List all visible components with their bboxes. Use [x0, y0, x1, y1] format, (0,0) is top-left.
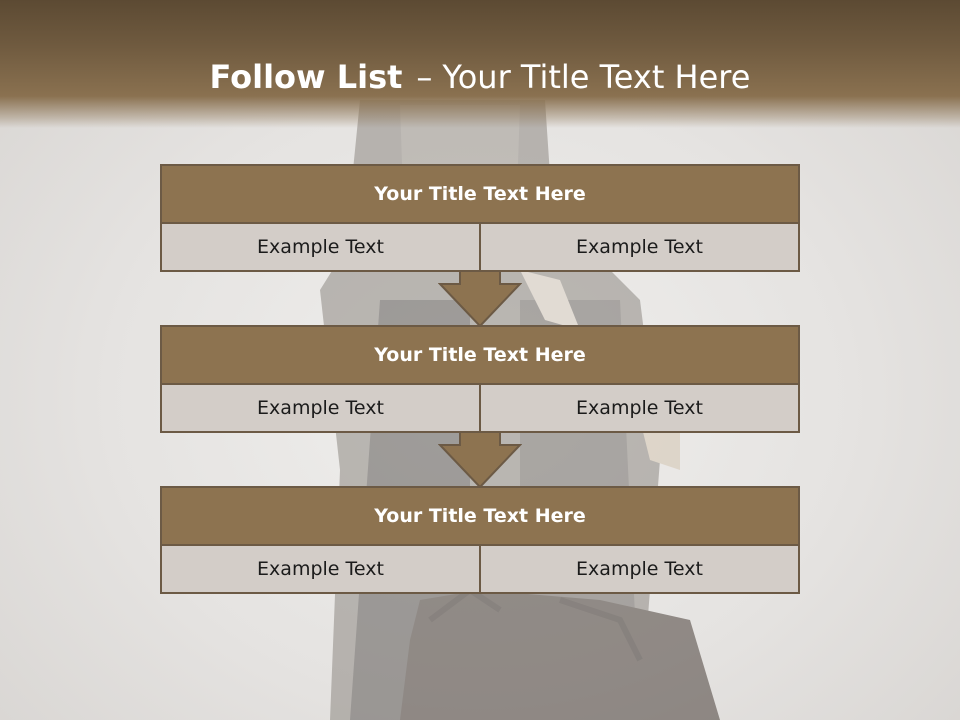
block-title: Your Title Text Here — [162, 166, 798, 224]
block-cells: Example Text Example Text — [162, 385, 798, 431]
slide-title: Follow List–Your Title Text Here — [0, 52, 960, 102]
list-block-1: Your Title Text Here Example Text Exampl… — [160, 164, 800, 272]
block-cell-left: Example Text — [162, 385, 479, 431]
block-cell-right: Example Text — [479, 385, 798, 431]
block-cell-left: Example Text — [162, 224, 479, 270]
down-arrow-icon — [438, 270, 522, 328]
block-title: Your Title Text Here — [162, 488, 798, 546]
block-cell-right: Example Text — [479, 546, 798, 592]
list-block-2: Your Title Text Here Example Text Exampl… — [160, 325, 800, 433]
slide-title-bold: Follow List — [209, 58, 403, 96]
slide-title-separator: – — [416, 58, 433, 96]
block-cells: Example Text Example Text — [162, 546, 798, 592]
slide-title-rest: Your Title Text Here — [442, 58, 751, 96]
block-title: Your Title Text Here — [162, 327, 798, 385]
header-band — [0, 0, 960, 128]
block-cell-left: Example Text — [162, 546, 479, 592]
block-cells: Example Text Example Text — [162, 224, 798, 270]
list-block-3: Your Title Text Here Example Text Exampl… — [160, 486, 800, 594]
down-arrow-icon — [438, 431, 522, 489]
block-cell-right: Example Text — [479, 224, 798, 270]
